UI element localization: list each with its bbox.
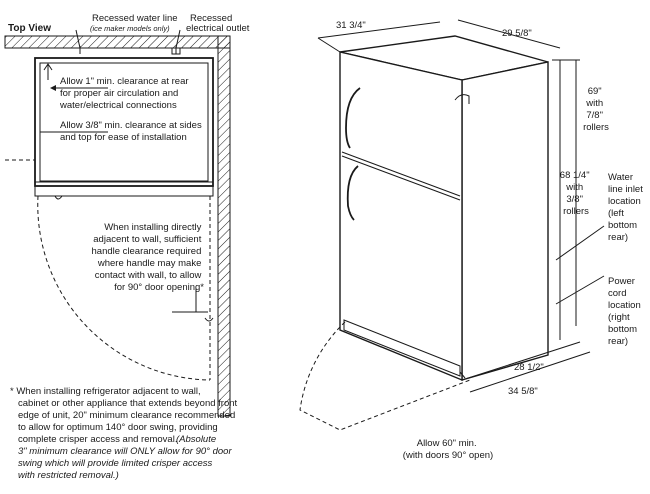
side-clearance-note: Allow 3/8" min. clearance at sides and t… — [60, 120, 204, 143]
fridge-side — [461, 61, 549, 381]
door-swing-3d — [299, 321, 471, 431]
fridge-top-outline — [34, 57, 214, 187]
fridge-door-top — [34, 181, 214, 197]
outlet-label-2: electrical outlet — [186, 23, 250, 34]
footnote: * When installing refrigerator adjacent … — [10, 386, 240, 481]
footnote-text: * When installing refrigerator adjacent … — [10, 386, 240, 445]
outlet-label-1: Recessed — [190, 13, 232, 24]
dim-depth-top: 29 5/8" — [502, 28, 532, 39]
top-view: Top View Recessed water line (ice maker … — [4, 13, 250, 417]
dim-height-7-8: 69" with 7/8" rollers — [583, 86, 609, 133]
dim-depth-door: 34 5/8" — [508, 386, 538, 397]
dim-depth-bottom: 28 1/2" — [514, 362, 544, 373]
fridge-front — [339, 51, 463, 382]
rear-wall — [4, 35, 231, 49]
water-inlet-label: Water line inlet location (left bottom r… — [608, 172, 646, 243]
fridge-3d: 31 3/4" 29 5/8" 69" with 7/8" rollers 68… — [299, 19, 646, 461]
fridge-handle — [346, 165, 359, 221]
freezer-handle — [345, 87, 361, 149]
power-cord-label: Power cord location (right bottom rear) — [608, 276, 643, 347]
side-wall — [217, 35, 231, 417]
top-view-title: Top View — [8, 23, 51, 34]
dim-width: 31 3/4" — [336, 20, 366, 31]
water-line-note: (ice maker models only) — [90, 24, 170, 33]
front-clearance-label: Allow 60" min. (with doors 90° open) — [403, 438, 493, 461]
footnote-italic: (Absolute 3" minimum clearance will ONLY… — [18, 434, 234, 481]
dim-height-3-8: 68 1/4" with 3/8" rollers — [560, 170, 592, 217]
adjacent-wall-note: When installing directly adjacent to wal… — [92, 222, 205, 293]
door-swing-arc — [37, 195, 211, 381]
water-line-label: Recessed water line — [92, 13, 178, 24]
rear-clearance-note: Allow 1" min. clearance at rear for prop… — [59, 76, 191, 111]
